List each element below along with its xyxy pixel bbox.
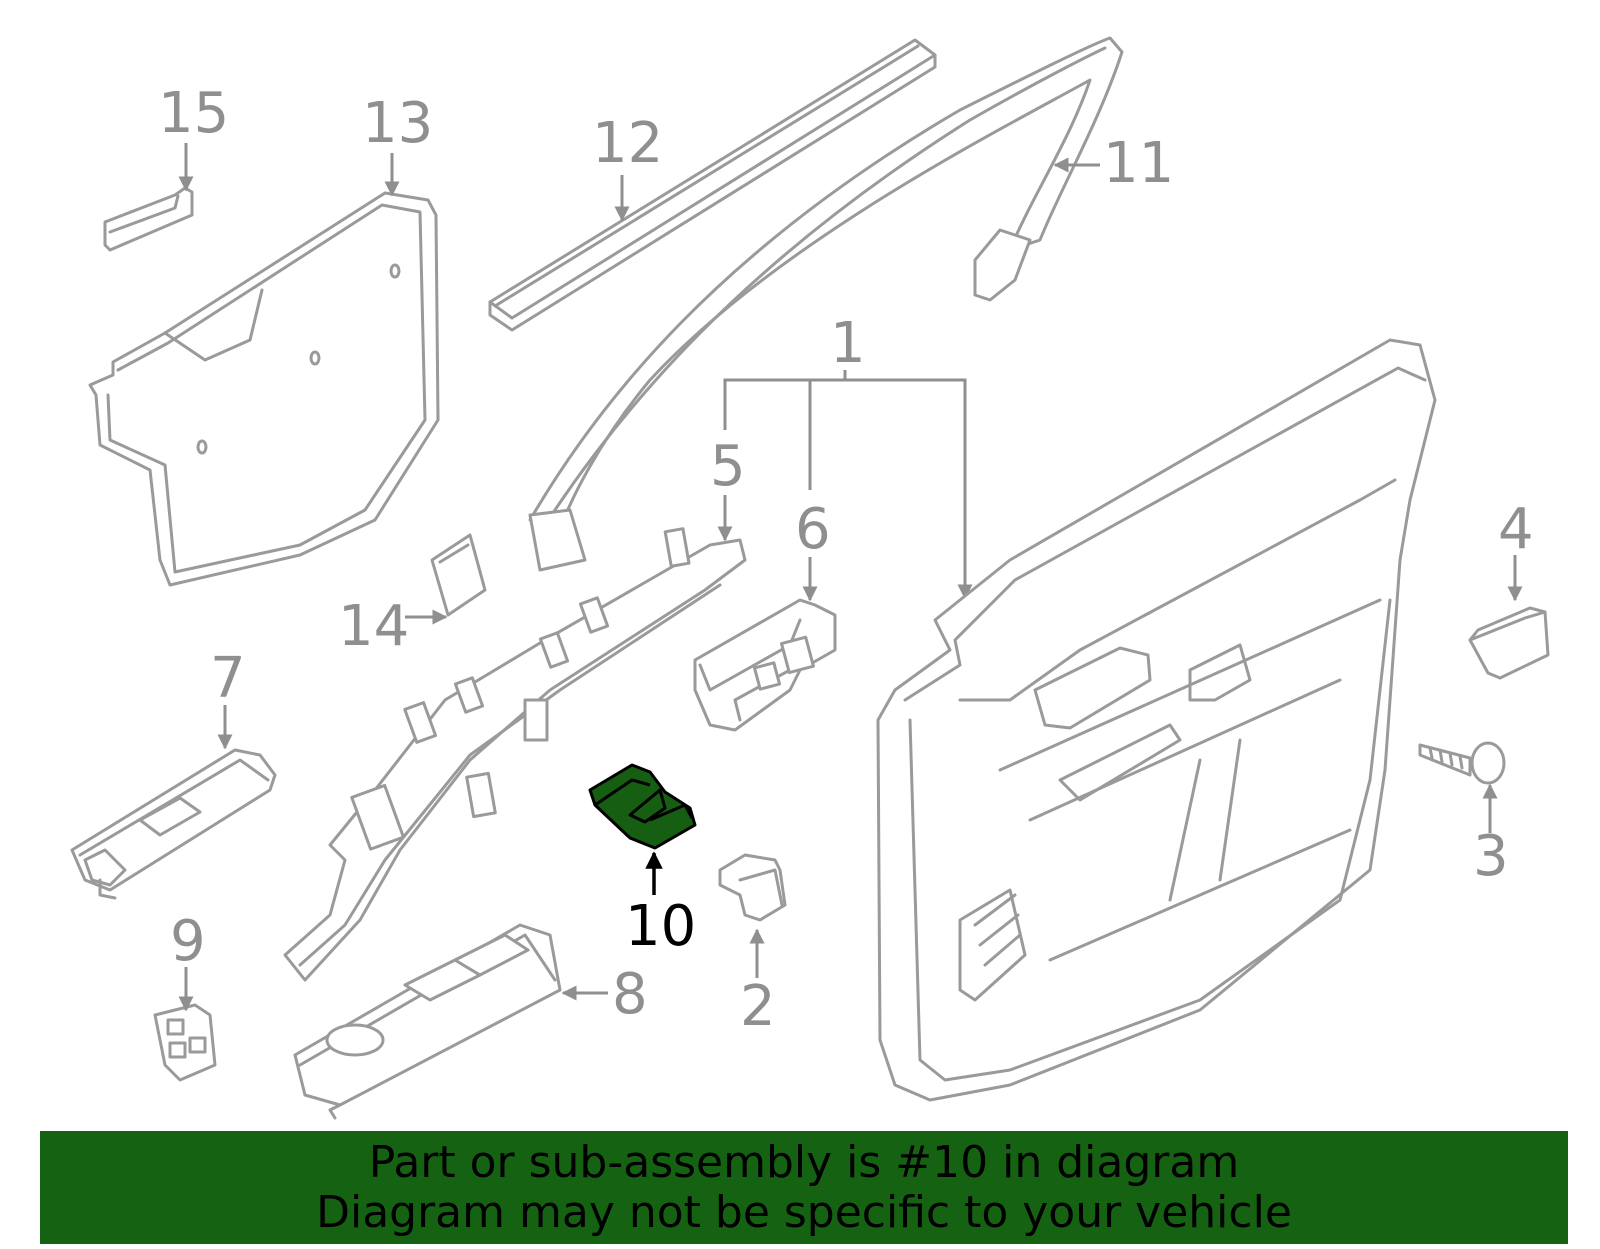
callout-8: 8 (612, 962, 648, 1027)
part-14-pad (430, 533, 487, 617)
callout-2: 2 (740, 974, 776, 1039)
callout-1: 1 (830, 311, 866, 376)
leader-lines (178, 143, 1523, 1012)
part-8-master-switch (293, 923, 562, 1120)
callout-7: 7 (210, 646, 246, 711)
info-banner: Part or sub-assembly is #10 in diagram D… (40, 1131, 1568, 1244)
callout-15: 15 (158, 81, 229, 146)
callout-10: 10 (625, 894, 696, 959)
callout-5: 5 (710, 434, 746, 499)
callout-9: 9 (170, 909, 206, 974)
callout-11: 11 (1103, 131, 1174, 196)
part-9-switch (153, 1003, 217, 1082)
callout-14: 14 (338, 594, 409, 659)
banner-line-2: Diagram may not be specific to your vehi… (316, 1186, 1292, 1238)
part-7-bezel (70, 748, 277, 900)
callout-6: 6 (795, 497, 831, 562)
part-1-trim-panel (876, 338, 1437, 1102)
part-4-cap (1468, 606, 1550, 680)
part-11-channel (528, 36, 1124, 572)
part-12-weatherstrip (488, 38, 937, 332)
callout-3: 3 (1473, 824, 1509, 889)
part-6-handle (693, 598, 837, 732)
part-1-bracket (723, 370, 973, 600)
part-10-highlighted (588, 763, 697, 850)
callout-4: 4 (1498, 497, 1534, 562)
callout-13: 13 (362, 91, 433, 156)
part-2-clip (718, 853, 787, 922)
part-13-insulator (88, 191, 440, 587)
part-15-clip (103, 186, 194, 252)
part-5-bracket (283, 527, 747, 982)
banner-line-1: Part or sub-assembly is #10 in diagram (368, 1136, 1240, 1188)
part-3-screw (1418, 741, 1506, 785)
callout-12: 12 (592, 111, 663, 176)
